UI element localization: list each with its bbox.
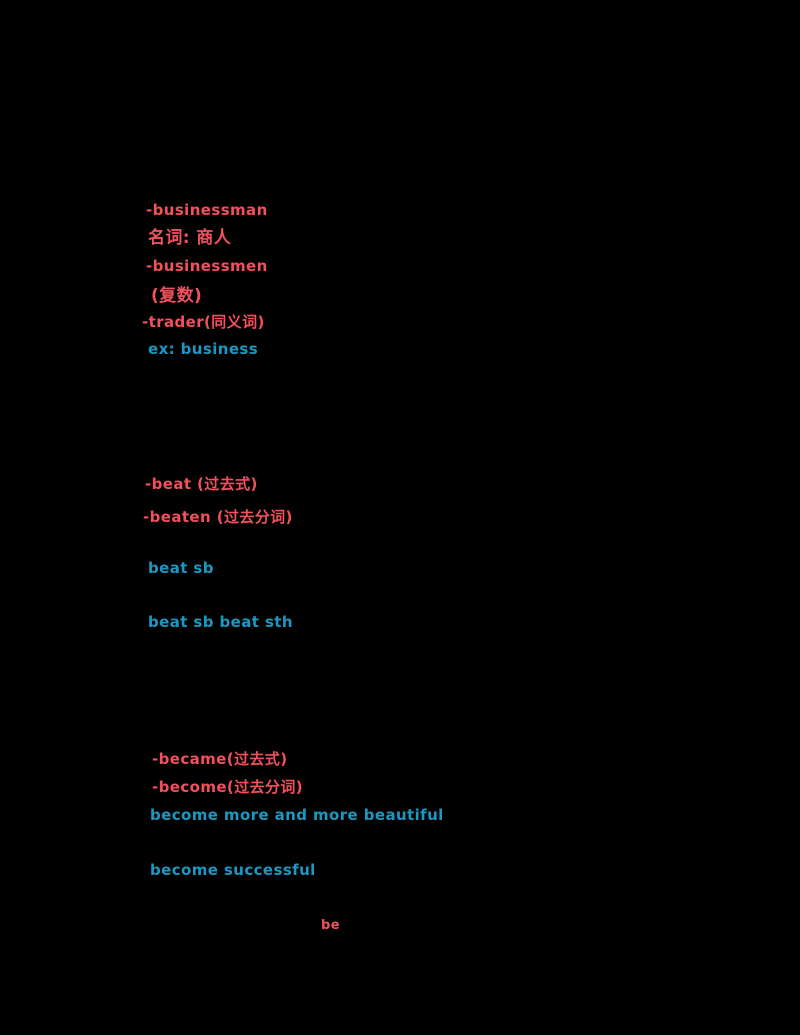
note-businessman-meaning: 名词: 商人 — [148, 228, 232, 248]
note-beat-phrase-2: beat sb beat sth — [148, 613, 293, 631]
note-businessman-synonym: -trader(同义词) — [142, 313, 265, 331]
note-businessman-plural-word: -businessmen — [146, 257, 268, 275]
note-become-past-participle: -become(过去分词) — [152, 778, 304, 796]
note-beat-phrase-1: beat sb — [148, 559, 214, 577]
note-become-example-1: become more and more beautiful — [150, 806, 444, 824]
note-become-example-2: become successful — [150, 861, 316, 879]
note-become-past-tense: -became(过去式) — [152, 750, 288, 768]
note-businessman-example: ex: business — [148, 340, 259, 358]
note-beat-past-participle: -beaten (过去分词) — [143, 508, 293, 526]
note-stray-be: be — [321, 918, 340, 933]
note-beat-past-tense: -beat (过去式) — [145, 475, 258, 493]
note-businessman-word: -businessman — [146, 201, 268, 219]
note-businessman-plural-label: (复数) — [151, 286, 203, 306]
